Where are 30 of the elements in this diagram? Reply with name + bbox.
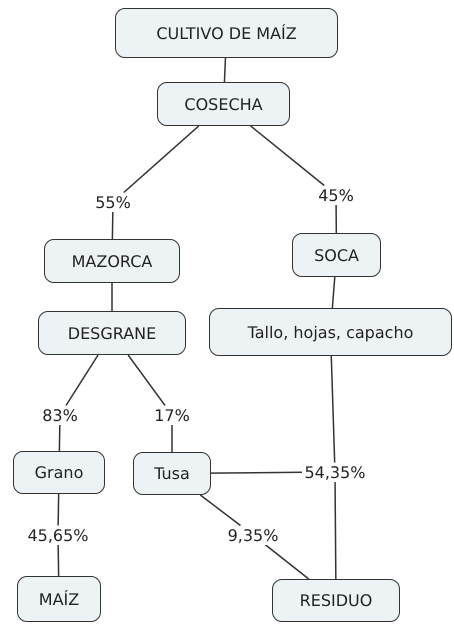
connector-line bbox=[211, 472, 302, 474]
linking-phrase: 9,35% bbox=[226, 526, 280, 544]
connector-line bbox=[111, 283, 113, 311]
concept-box: COSECHA bbox=[157, 82, 290, 126]
connector-line bbox=[330, 356, 336, 463]
connector-line bbox=[112, 211, 114, 240]
concept-box: MAZORCA bbox=[44, 239, 180, 283]
concept-box: MAÍZ bbox=[17, 576, 101, 622]
concept-box: DESGRANE bbox=[38, 311, 186, 355]
connector-line bbox=[224, 58, 226, 82]
connector-line bbox=[57, 494, 60, 526]
concept-box: Tusa bbox=[133, 452, 211, 495]
connector-line bbox=[335, 204, 338, 233]
connector-line bbox=[171, 424, 173, 452]
concept-box: CULTIVO DE MAÍZ bbox=[115, 8, 338, 58]
connector-line bbox=[264, 544, 310, 580]
concept-box: RESIDUO bbox=[272, 579, 400, 622]
connector-line bbox=[128, 354, 166, 406]
connector-line bbox=[250, 125, 325, 186]
concept-box: Tallo, hojas, capacho bbox=[209, 308, 452, 356]
connector-line bbox=[58, 424, 61, 452]
linking-phrase: 45% bbox=[316, 186, 356, 204]
concept-box: SOCA bbox=[292, 233, 381, 277]
connector-line bbox=[334, 482, 337, 579]
connector-line bbox=[200, 494, 241, 526]
connector-line bbox=[65, 354, 99, 406]
connector-line bbox=[123, 125, 200, 194]
connector-line bbox=[332, 276, 336, 308]
concept-box: Grano bbox=[13, 451, 105, 494]
connector-line bbox=[57, 544, 60, 576]
